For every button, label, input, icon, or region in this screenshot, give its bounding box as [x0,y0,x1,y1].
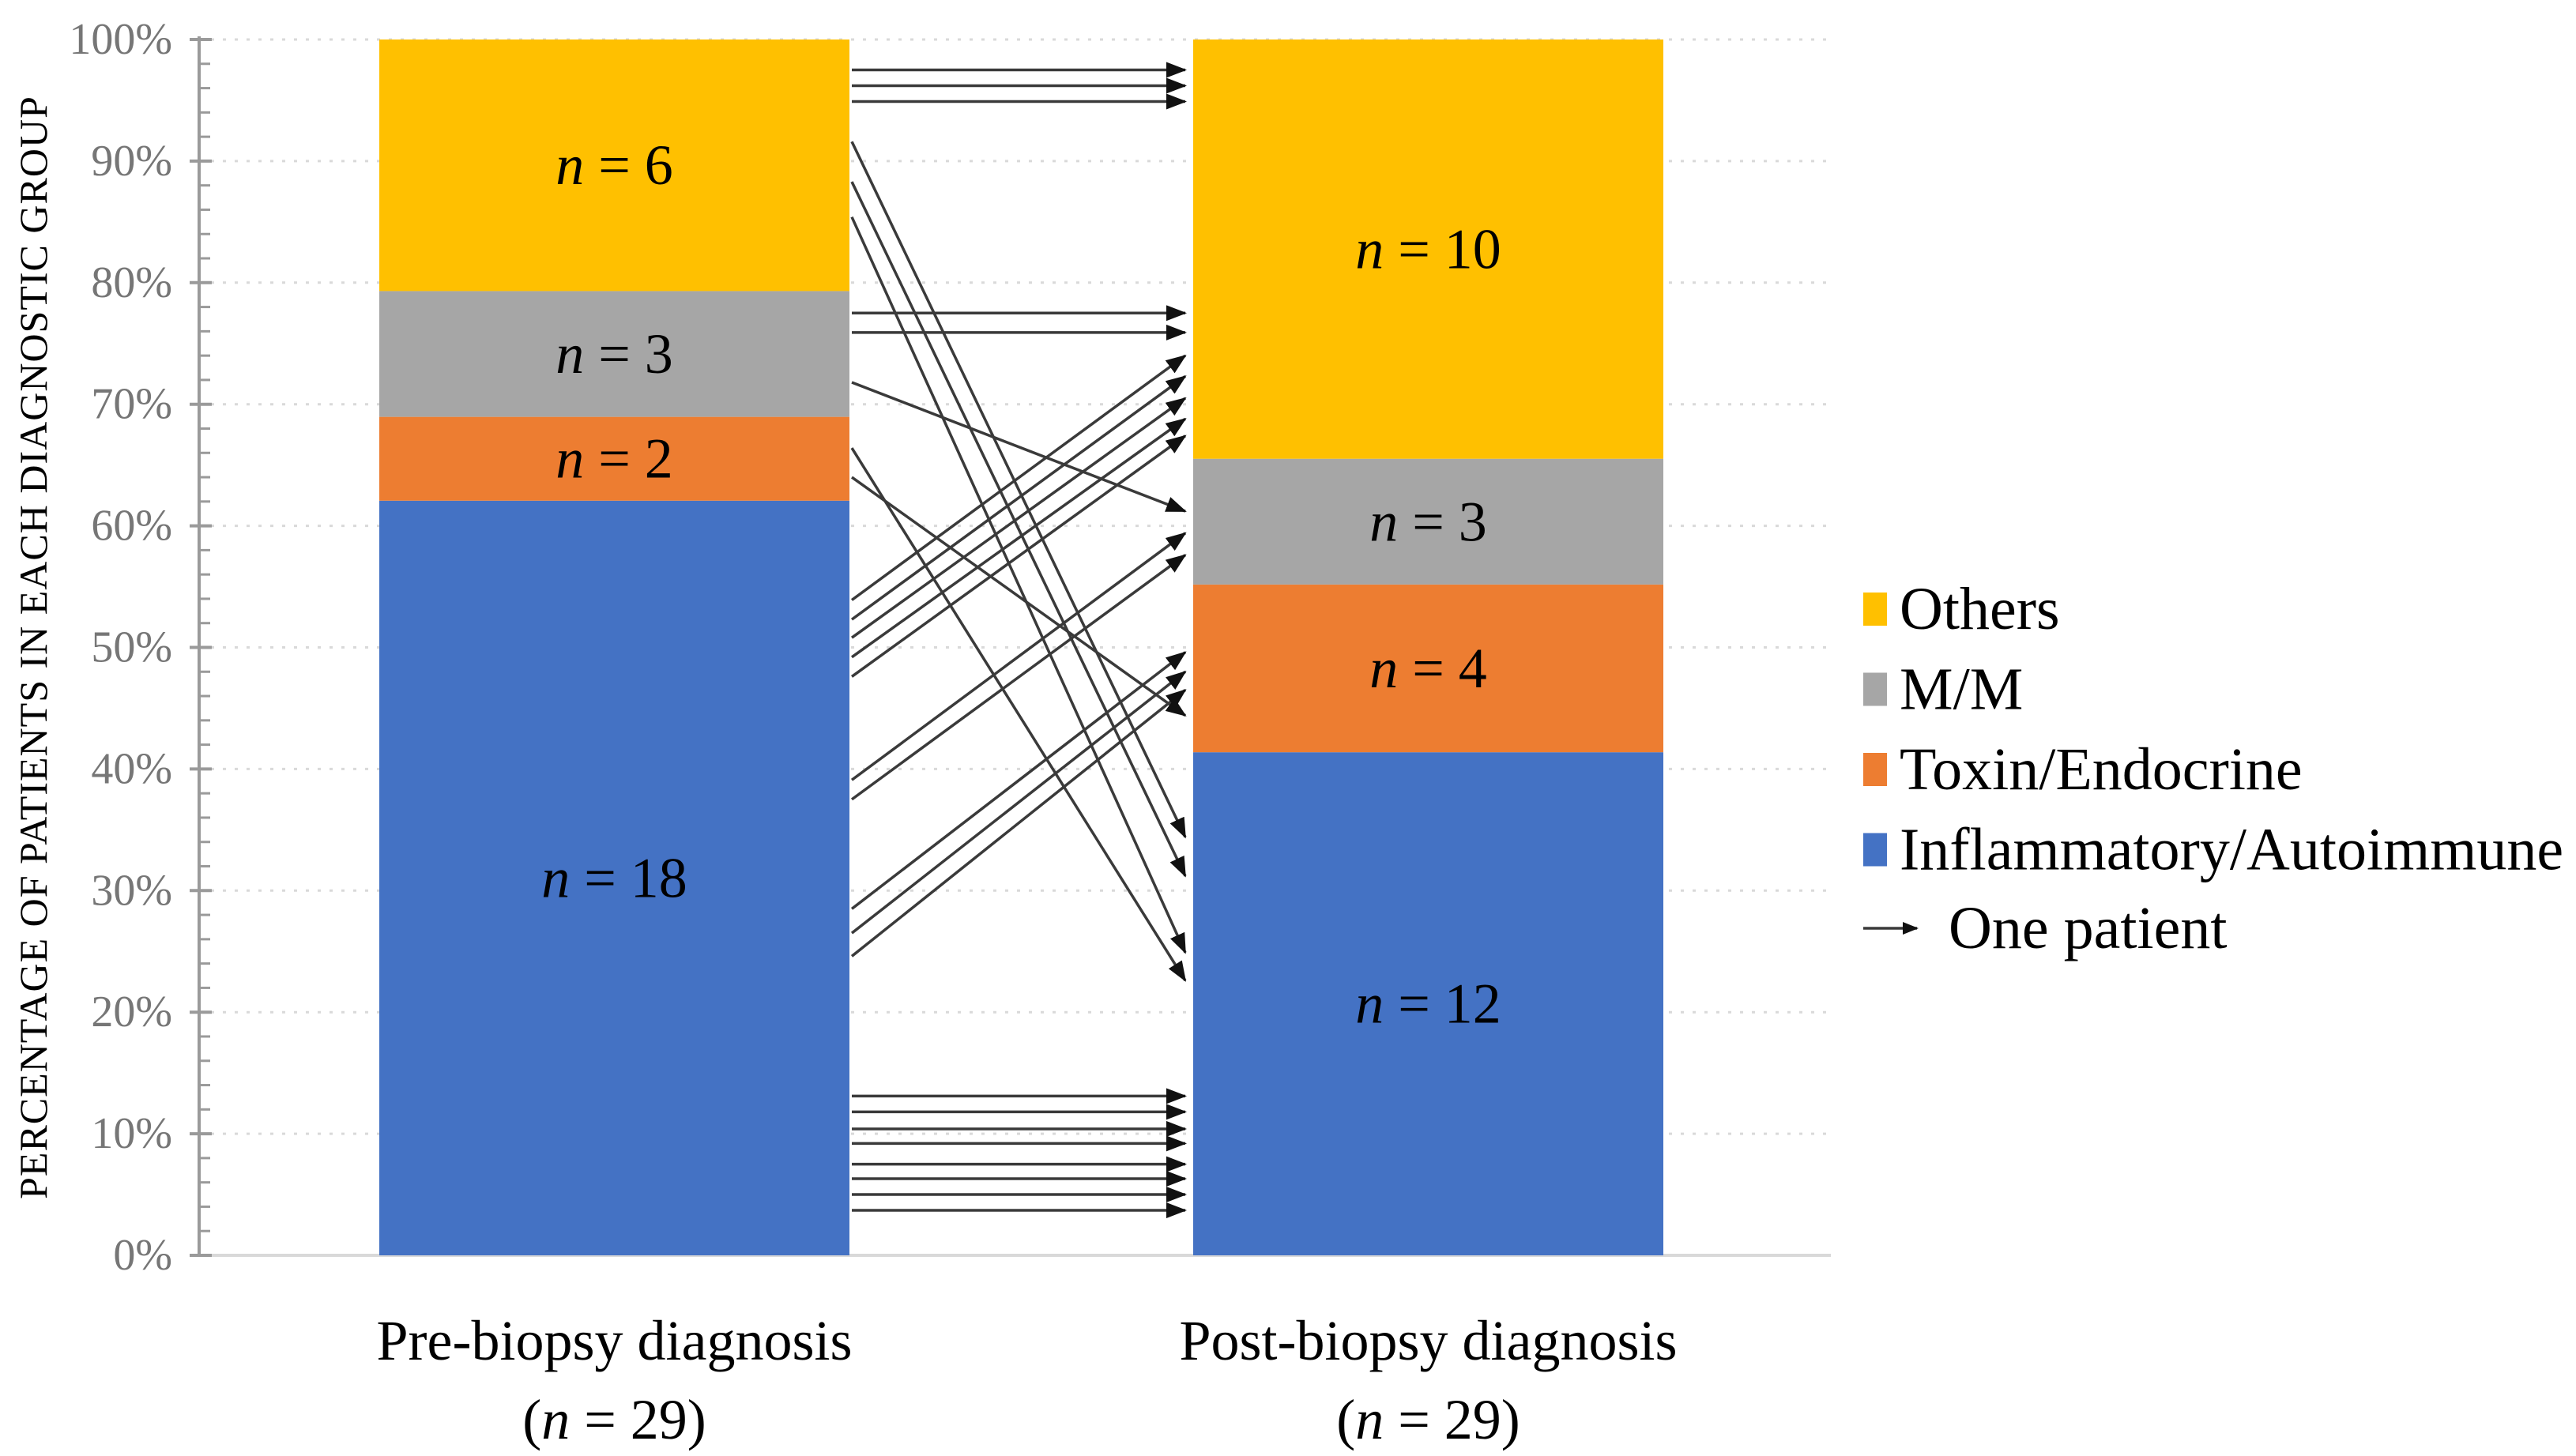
bar-segment-count-label-pre-biopsy-diagnosis-others: n = 6 [555,134,673,197]
y-axis-title: PERCENTAGE OF PATIENTS IN EACH DIAGNOSTI… [11,96,55,1199]
patient-arrow-18 [850,554,1187,801]
patient-arrow-16 [850,435,1187,678]
patient-arrow-13 [850,374,1187,621]
bar-segment-post-biopsy-diagnosis-toxin-endocrine [1193,584,1663,753]
bar-post-biopsy-diagnosis: n = 12 n = 4 n = 3 n = 10 [1193,40,1663,1255]
patient-arrow-12 [850,354,1187,601]
bar-segment-count-label-post-biopsy-diagnosis-inflammatory-autoimmune: n = 12 [1355,973,1501,1036]
bar-segment-pre-biopsy-diagnosis-toxin-endocrine [379,416,849,501]
bar-segment-pre-biopsy-diagnosis-others [379,40,849,292]
legend-label-others: Others [1900,576,2060,642]
legend-item-m-m: M/M [1863,657,2023,723]
x-axis-sublabel-post-biopsy-diagnosis: (n = 29) [1336,1388,1520,1451]
bar-segment-post-biopsy-diagnosis-inflammatory-autoimmune [1193,752,1663,1255]
legend-item-inflammatory-autoimmune: Inflammatory/Autoimmune [1863,817,2563,883]
y-axis-tick-label-10: 10% [91,1109,172,1158]
y-axis-tick-label-80: 80% [91,258,172,307]
x-axis-label-post-biopsy-diagnosis: Post-biopsy diagnosis [1179,1309,1677,1372]
y-axis: 0% 10% 20% 30% 40% 50% 60% 70% 80% 90% 100% [69,15,212,1280]
y-axis-tick-label-70: 70% [91,380,172,429]
patient-arrow-20 [850,670,1187,935]
bar-segment-count-label-post-biopsy-diagnosis-toxin-endocrine: n = 4 [1369,637,1487,700]
y-axis-tick-label-40: 40% [91,744,172,793]
bar-segment-count-label-post-biopsy-diagnosis-m-m: n = 3 [1369,490,1487,553]
legend-label-inflammatory-autoimmune: Inflammatory/Autoimmune [1900,817,2563,883]
patient-arrow-10 [850,447,1187,982]
legend-label-m-m: M/M [1900,657,2023,723]
legend-item-toxin-endocrine: Toxin/Endocrine [1863,736,2303,803]
bar-segment-post-biopsy-diagnosis-m-m [1193,458,1663,585]
y-axis-tick-label-20: 20% [91,988,172,1037]
legend-label-one-patient: One patient [1949,895,2227,961]
patient-flow-arrows [850,62,1187,1219]
legend-item-one-patient: One patient [1863,895,2227,961]
bar-segment-count-label-post-biopsy-diagnosis-others: n = 10 [1355,217,1501,280]
y-axis-tick-label-50: 50% [91,623,172,672]
patient-arrow-14 [850,397,1187,639]
x-axis-label-pre-biopsy-diagnosis: Pre-biopsy diagnosis [377,1309,853,1372]
bar-segment-post-biopsy-diagnosis-others [1193,40,1663,459]
patient-arrow-9 [851,381,1187,513]
y-axis-tick-label-0: 0% [113,1231,172,1280]
bar-segment-pre-biopsy-diagnosis-m-m [379,291,849,417]
x-axis-sublabel-pre-biopsy-diagnosis: (n = 29) [522,1388,706,1451]
bar-segment-count-label-pre-biopsy-diagnosis-toxin-endocrine: n = 2 [555,427,673,491]
legend-label-toxin-endocrine: Toxin/Endocrine [1900,736,2303,803]
patient-arrow-4 [850,141,1187,839]
legend-swatch-m-m [1863,672,1887,706]
bar-segment-count-label-pre-biopsy-diagnosis-m-m: n = 3 [555,322,673,386]
bar-pre-biopsy-diagnosis: n = 18 n = 2 n = 3 n = 6 [379,40,849,1255]
bar-segment-count-label-pre-biopsy-diagnosis-inflammatory-autoimmune: n = 18 [541,846,687,909]
patient-arrow-6 [850,216,1187,954]
y-axis-tick-label-90: 90% [91,137,172,186]
legend-item-others: Others [1863,576,2060,642]
patient-arrow-17 [850,532,1187,781]
y-axis-tick-label-30: 30% [91,866,172,915]
patient-arrow-5 [850,181,1187,878]
patient-arrow-15 [850,417,1187,659]
y-axis-tick-label-100: 100% [69,15,172,64]
legend-swatch-toxin-endocrine [1863,753,1887,786]
patient-arrow-21 [850,688,1187,957]
patient-arrow-11 [850,476,1187,717]
y-axis-tick-label-60: 60% [91,502,172,551]
bar-segment-pre-biopsy-diagnosis-inflammatory-autoimmune [379,500,849,1255]
legend-swatch-others [1863,593,1887,626]
patient-arrow-19 [850,651,1187,910]
legend-swatch-inflammatory-autoimmune [1863,833,1887,867]
